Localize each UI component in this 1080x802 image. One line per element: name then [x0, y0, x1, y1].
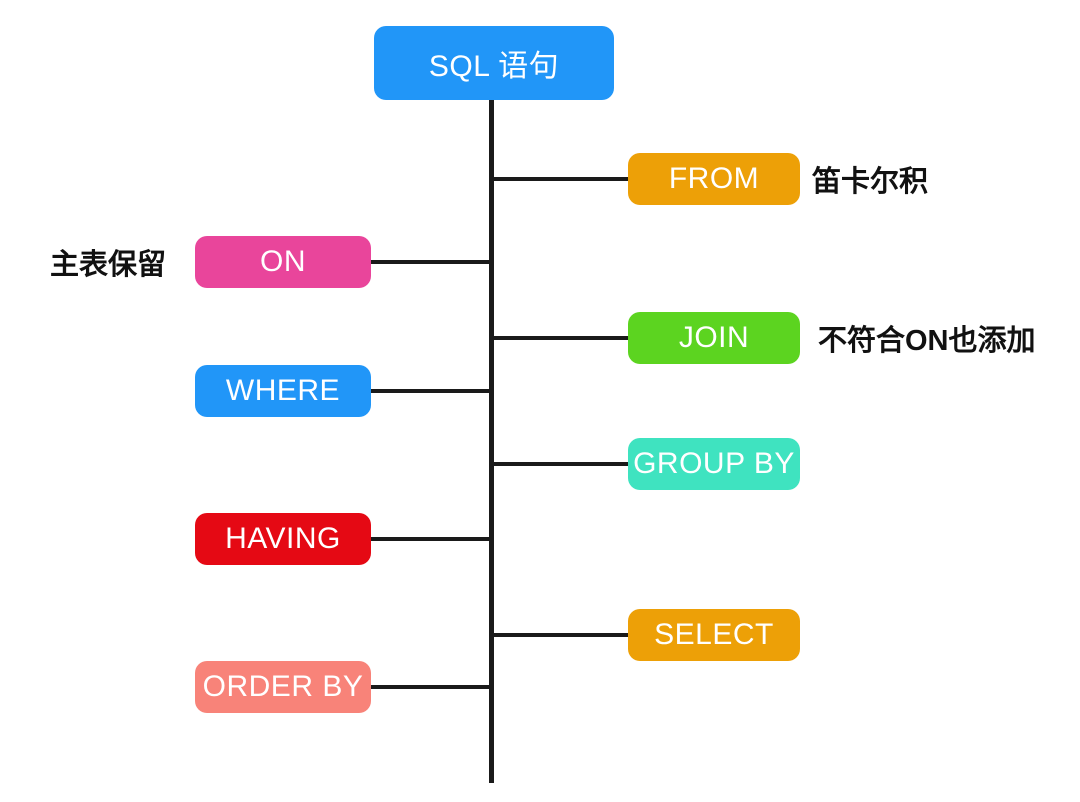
node-label: JOIN	[678, 321, 750, 354]
node-where[interactable]: WHERE	[195, 365, 371, 417]
node-label: ORDER BY	[202, 670, 364, 703]
branch-line-on	[371, 260, 489, 264]
node-label: HAVING	[225, 522, 341, 555]
branch-line-join	[494, 336, 628, 340]
node-label: ON	[260, 245, 306, 278]
branch-line-select	[494, 633, 628, 637]
node-group-by[interactable]: GROUP BY	[628, 438, 800, 490]
spine-line	[489, 100, 494, 783]
node-on[interactable]: ON	[195, 236, 371, 288]
node-label: FROM	[668, 162, 760, 195]
node-join[interactable]: JOIN	[628, 312, 800, 364]
node-label: GROUP BY	[633, 447, 795, 480]
node-label: SELECT	[654, 618, 774, 651]
annotation-from: 笛卡尔积	[812, 166, 929, 198]
annotation-on: 主表保留	[50, 249, 167, 281]
branch-line-order-by	[371, 685, 489, 689]
node-having[interactable]: HAVING	[195, 513, 371, 565]
node-root-sql-statement[interactable]: SQL 语句	[374, 26, 614, 100]
node-root-label: SQL 语句	[428, 50, 560, 83]
branch-line-having	[371, 537, 489, 541]
node-select[interactable]: SELECT	[628, 609, 800, 661]
branch-line-where	[371, 389, 489, 393]
node-order-by[interactable]: ORDER BY	[195, 661, 371, 713]
annotation-join: 不符合ON也添加	[818, 325, 1036, 357]
node-label: WHERE	[225, 374, 341, 407]
branch-line-group-by	[494, 462, 628, 466]
branch-line-from	[494, 177, 628, 181]
node-from[interactable]: FROM	[628, 153, 800, 205]
